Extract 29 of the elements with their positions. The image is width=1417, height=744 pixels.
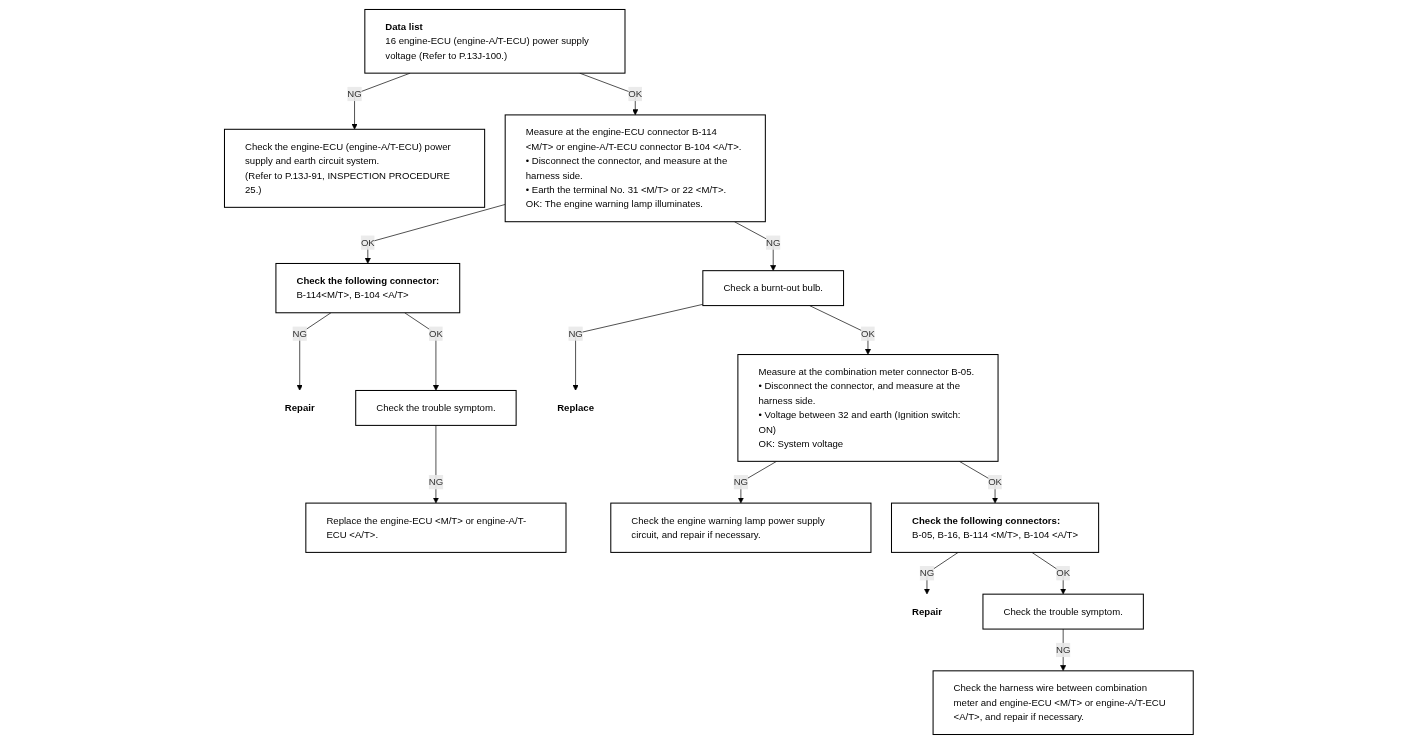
edge-label: NG xyxy=(568,327,583,339)
edge-label: NG xyxy=(1055,644,1070,656)
edge-label: NG xyxy=(347,88,362,100)
node-text: Replace xyxy=(556,402,594,414)
edge-label: NG xyxy=(428,476,443,488)
node-box: Data list 16 engine-ECU (engine-A/T-ECU) power supply voltage (Refer to P.13J-100.) xyxy=(363,8,626,74)
node-box: Measure at the engine-ECU connector B-114 <M/T> or engine-A/T-ECU connector B-104 <A/T>. • Disconnect the connector, and measure at the harness side. • Earth the terminal No. 31 <M/T> or 22 <M/T>. OK: The engine warning lamp illuminates. xyxy=(504,114,766,223)
edge-label: NG xyxy=(292,327,307,339)
edge-label: OK xyxy=(428,327,443,339)
node-box: Replace the engine-ECU <M/T> or engine-A/T-ECU <A/T>. xyxy=(304,502,567,553)
edge-label: OK xyxy=(1055,567,1070,579)
node-box: Check the engine-ECU (engine-A/T-ECU) power supply and earth circuit system. (Refer to P.13J-91, INSPECTION PROCEDURE 25.) xyxy=(223,128,485,208)
node-text: Repair xyxy=(911,605,942,617)
node-box: Check the trouble symptom. xyxy=(354,389,517,426)
edge-label: OK xyxy=(860,327,875,339)
node-box: Check the trouble symptom. xyxy=(982,593,1144,630)
node-box: Check the following connector: B-114<M/T>, B-104 <A/T> xyxy=(275,262,460,314)
node-box: Check the harness wire between combination meter and engine-ECU <M/T> or engine-A/T-ECU <A/T>, and repair if necessary. xyxy=(932,670,1194,736)
edge-label: OK xyxy=(987,476,1002,488)
node-text: Repair xyxy=(284,402,315,414)
node-box: Check the following connectors: B-05, B-16, B-114 <M/T>, B-104 <A/T> xyxy=(890,502,1099,553)
node-box: Check a burnt-out bulb. xyxy=(701,270,844,307)
node-box: Check the engine warning lamp power supply circuit, and repair if necessary. xyxy=(609,502,872,553)
node-box: Measure at the combination meter connector B-05. • Disconnect the connector, and measure at the harness side. • Voltage between 32 and earth (Ignition switch: ON) OK: System voltage xyxy=(737,354,999,462)
edge-label: OK xyxy=(360,236,375,248)
edge-label: OK xyxy=(627,88,642,100)
edge-label: NG xyxy=(765,236,781,248)
edge-label: NG xyxy=(919,567,934,579)
edge-label: NG xyxy=(733,476,748,488)
